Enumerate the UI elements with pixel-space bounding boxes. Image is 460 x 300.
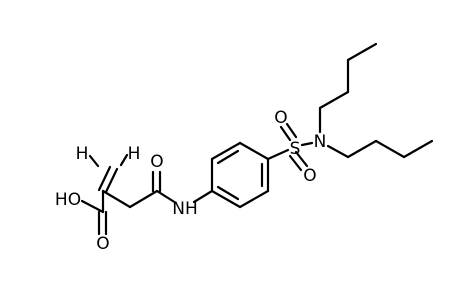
bond-ch2-h-right (119, 153, 129, 167)
atom-label-sulfonamide-nitrogen: N (314, 132, 327, 152)
butyl-lower-3 (374, 139, 406, 159)
butyl-lower-2 (346, 139, 378, 159)
ring-double-inner-1 (216, 149, 240, 165)
bond-s-n (300, 141, 314, 147)
bond-ch2-h-left (88, 154, 100, 168)
ring-double-inner-3 (216, 185, 240, 201)
bond-ch2-double-b (104, 167, 119, 194)
bond-ring-s (266, 148, 290, 161)
atom-label-hydroxyl: HO (55, 190, 81, 210)
bond-ch2-amide-c (128, 189, 159, 209)
bond-n-ring (192, 189, 214, 204)
ring-bond-6 (210, 189, 242, 209)
atom-label-sulfonyl-oxygen-bottom: O (303, 166, 316, 186)
ring-bond-5 (238, 189, 270, 209)
atom-label-amide-nitrogen: NH (172, 199, 198, 219)
atom-label-sulfonyl-oxygen-top: O (274, 108, 287, 128)
butyl-lower-1 (326, 144, 350, 159)
bond-amide-cn (155, 189, 178, 205)
butyl-upper-4 (346, 42, 378, 62)
butyl-lower-4 (402, 139, 434, 159)
ring-bond-3 (238, 141, 270, 161)
atom-label-h-left: H (76, 144, 89, 164)
atom-label-amide-oxygen: O (150, 152, 163, 172)
butyl-upper-2 (318, 90, 350, 110)
bond-so-bottom-b (294, 150, 309, 168)
atom-label-h-right: H (128, 144, 141, 164)
bond-ch2-double-a (97, 165, 112, 192)
bonds (80, 42, 434, 236)
ring-bond-2 (210, 141, 242, 161)
atom-label-sulfur: S (290, 139, 301, 159)
bond-so-top-a (279, 125, 292, 142)
atom-labels: H H HO O O NH S O O N (55, 108, 326, 254)
atom-label-carboxyl-oxygen: O (96, 234, 109, 254)
bond-carboxyl-oh (80, 199, 105, 214)
bond-so-top-b (285, 122, 298, 139)
bond-calpha-ch2 (101, 189, 132, 209)
bond-so-bottom-a (288, 154, 303, 172)
